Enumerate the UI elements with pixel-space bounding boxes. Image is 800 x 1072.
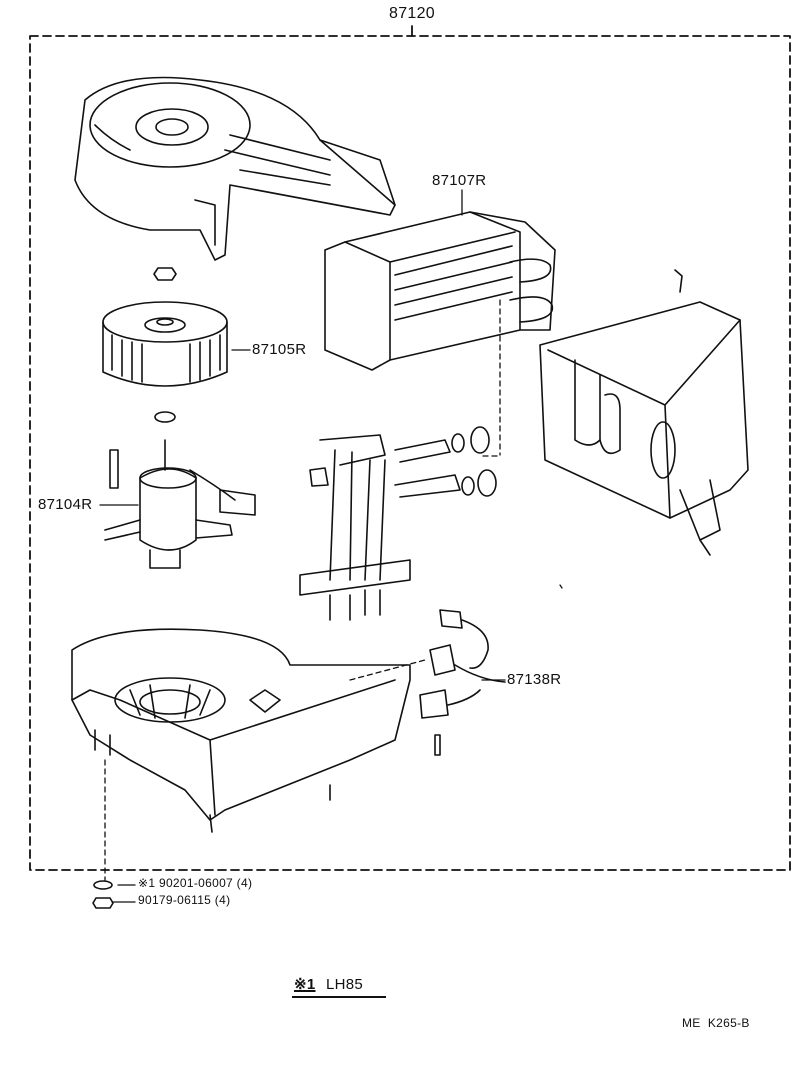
o-ring bbox=[470, 426, 490, 454]
leader-lines bbox=[99, 189, 506, 903]
o-ring bbox=[477, 469, 497, 497]
assembly-number-label: 87120 bbox=[389, 5, 435, 22]
footnote-mark: ※1 bbox=[294, 976, 316, 993]
wire-harness-label: 87138R bbox=[507, 671, 562, 688]
o-ring bbox=[461, 476, 475, 496]
reference-lines bbox=[104, 299, 563, 881]
fastener-number: 90179-06115 bbox=[138, 893, 212, 907]
fastener-number: 90201-06007 bbox=[158, 876, 234, 890]
washer-icon bbox=[93, 880, 113, 890]
fastener-mark: ※1 bbox=[138, 876, 156, 890]
upper-blower-case bbox=[74, 76, 396, 261]
fastener-qty: (4) bbox=[236, 876, 253, 890]
fastener-row-1: ※1 90201-06007 (4) bbox=[138, 876, 252, 890]
footnote-text: LH85 bbox=[325, 976, 364, 993]
footnote: ※1 LH85 bbox=[294, 975, 363, 993]
nut-icon bbox=[92, 897, 114, 909]
fastener-qty: (4) bbox=[214, 893, 231, 907]
blower-motor-label: 87104R bbox=[38, 496, 93, 513]
footnote-underline bbox=[292, 996, 386, 998]
fastener-row-2: 90179-06115 (4) bbox=[138, 893, 230, 907]
o-ring bbox=[451, 433, 465, 453]
wire-harness bbox=[419, 609, 506, 756]
drawing-code: ME K265-B bbox=[682, 1016, 750, 1030]
assembly-boundary-frame bbox=[29, 35, 791, 871]
heater-core-label: 87107R bbox=[432, 172, 487, 189]
heater-case-right bbox=[539, 269, 749, 556]
heater-pipe-assembly bbox=[299, 434, 461, 621]
fan-nut bbox=[153, 267, 177, 281]
blower-fan bbox=[102, 301, 228, 387]
lower-blower-case bbox=[71, 628, 411, 833]
fan-washer bbox=[154, 411, 176, 423]
heater-core bbox=[324, 211, 556, 371]
blower-motor bbox=[104, 439, 256, 569]
blower-fan-label: 87105R bbox=[252, 341, 307, 358]
